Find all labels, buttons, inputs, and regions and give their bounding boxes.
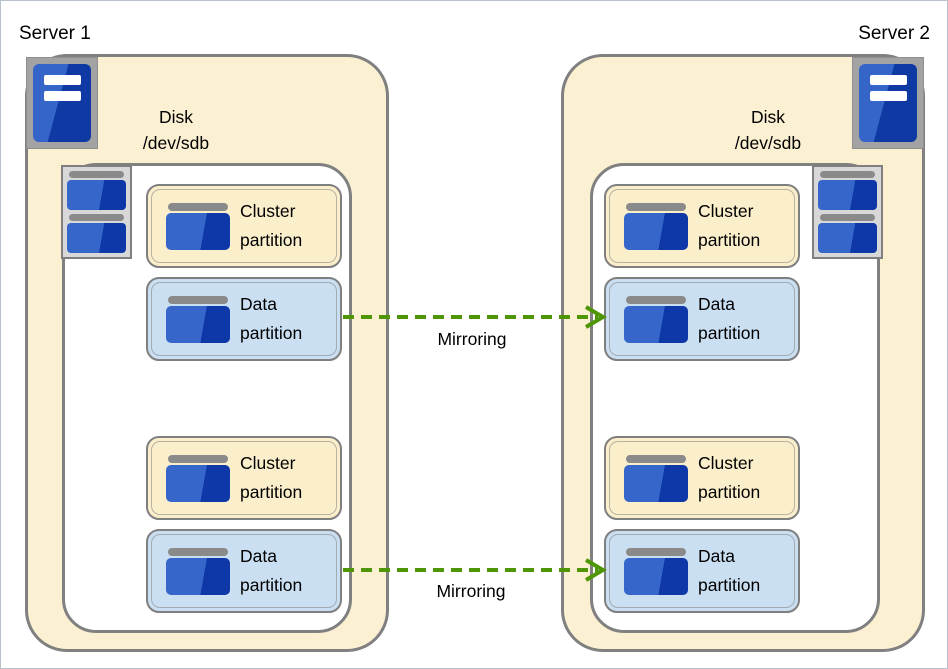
server-1-data-partition-1: Data partition [146,277,342,361]
disk-cap [820,171,875,178]
disk-icon [67,214,126,253]
partition-label-line1: Cluster [698,201,754,221]
disk-icon [166,295,230,343]
partition-label-line2: partition [240,323,303,343]
server-2-cluster-partition-2: Cluster partition [604,436,800,520]
disk-icon [624,454,688,502]
partition-inner: Data partition [151,282,337,356]
partition-label-line2: partition [698,575,761,595]
server-slot-icon [43,75,81,85]
partition-label: Data partition [698,290,760,348]
disk-icon [624,202,688,250]
disk-platter [624,464,688,502]
disk-platter [818,180,877,210]
mirroring-label-top: Mirroring [437,329,507,349]
partition-label: Cluster partition [698,197,760,255]
disk-stack-icon [61,165,132,259]
partition-label: Data partition [240,290,302,348]
server-2-disk-label: Disk /dev/sdb [668,104,868,156]
partition-label-line1: Data [698,546,735,566]
disk-cap [168,454,228,463]
disk-icon [67,171,126,210]
disk-label-line1: Disk [158,107,194,127]
disk-label-line2: /dev/sdb [142,133,210,153]
partition-inner: Cluster partition [609,189,795,263]
server-tower-icon [33,64,91,142]
partition-label: Cluster partition [240,449,302,507]
disk-icon [166,202,230,250]
disk-icon [624,295,688,343]
disk-icon [818,171,877,210]
partition-label-line2: partition [698,230,761,250]
disk-label-line2: /dev/sdb [734,133,802,153]
server-2-cluster-partition-1: Cluster partition [604,184,800,268]
partition-label: Cluster partition [240,197,302,255]
server-icon [26,57,98,149]
partition-label: Data partition [240,542,302,600]
disk-cap [820,214,875,221]
disk-label-line1: Disk [750,107,786,127]
disk-platter [624,212,688,250]
partition-inner: Data partition [609,282,795,356]
disk-icon [624,547,688,595]
partition-label-line2: partition [240,482,303,502]
server-2-title: Server 2 [858,23,930,44]
server-slot-icon [869,75,907,85]
partition-inner: Cluster partition [151,441,337,515]
disk-cap [626,547,686,556]
server-1-cluster-partition-2: Cluster partition [146,436,342,520]
disk-icon [166,547,230,595]
server-tower-icon [859,64,917,142]
disk-platter [624,557,688,595]
partition-inner: Cluster partition [151,189,337,263]
server-1-title: Server 1 [19,23,91,44]
partition-label-line1: Cluster [240,201,296,221]
disk-cap [168,202,228,211]
disk-platter [166,557,230,595]
disk-stack-icon [812,165,883,259]
partition-inner: Data partition [151,534,337,608]
disk-platter [166,464,230,502]
disk-cap [168,547,228,556]
server-slot-icon [869,91,907,101]
partition-label: Cluster partition [698,449,760,507]
disk-icon [818,214,877,253]
disk-platter [67,223,126,253]
server-1-disk-label: Disk /dev/sdb [76,104,276,156]
partition-label-line1: Cluster [698,453,754,473]
disk-platter [67,180,126,210]
partition-inner: Cluster partition [609,441,795,515]
partition-inner: Data partition [609,534,795,608]
partition-label-line2: partition [698,323,761,343]
server-icon [852,57,924,149]
disk-cap [168,295,228,304]
disk-cap [69,214,124,221]
partition-label-line1: Cluster [240,453,296,473]
server-2-data-partition-2: Data partition [604,529,800,613]
partition-label-line1: Data [698,294,735,314]
partition-label-line1: Data [240,546,277,566]
disk-cap [626,454,686,463]
disk-platter [624,305,688,343]
partition-label: Data partition [698,542,760,600]
server-2-data-partition-1: Data partition [604,277,800,361]
disk-cap [626,295,686,304]
server-1-data-partition-2: Data partition [146,529,342,613]
partition-label-line2: partition [698,482,761,502]
disk-cap [69,171,124,178]
disk-platter [166,305,230,343]
server-1-cluster-partition-1: Cluster partition [146,184,342,268]
disk-icon [166,454,230,502]
partition-label-line1: Data [240,294,277,314]
partition-label-line2: partition [240,230,303,250]
disk-cap [626,202,686,211]
disk-platter [818,223,877,253]
server-slot-icon [43,91,81,101]
mirroring-label-bottom: Mirroring [436,581,506,601]
partition-label-line2: partition [240,575,303,595]
disk-platter [166,212,230,250]
